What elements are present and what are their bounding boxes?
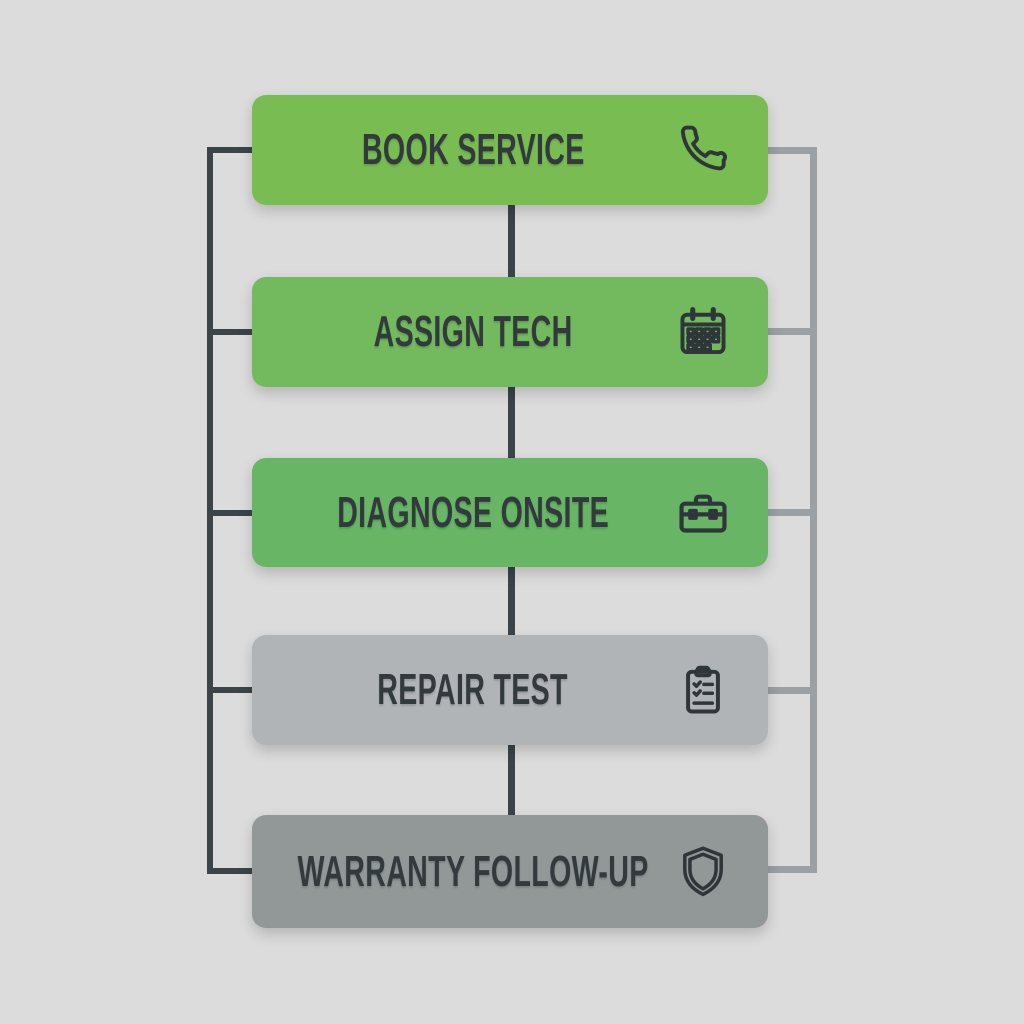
center-connector-2 bbox=[508, 386, 515, 459]
clipboard-icon bbox=[675, 662, 731, 718]
left-connector-stub-3 bbox=[207, 510, 253, 516]
step-label: DIAGNOSE ONSITE bbox=[337, 487, 609, 537]
phone-icon bbox=[675, 122, 731, 178]
step-label: ASSIGN TECH bbox=[373, 307, 573, 356]
center-connector-1 bbox=[508, 204, 515, 278]
left-connector-stub-2 bbox=[207, 329, 253, 335]
step-label: BOOK SERVICE bbox=[361, 125, 585, 174]
step-label: WARRANTY FOLLOW-UP bbox=[297, 846, 649, 896]
step-label: REPAIR TEST bbox=[377, 665, 569, 714]
center-connector-4 bbox=[508, 744, 515, 816]
step-box-diagnose-onsite: DIAGNOSE ONSITE bbox=[252, 458, 768, 567]
step-box-book-service: BOOK SERVICE bbox=[252, 95, 768, 205]
right-connector-stub-1 bbox=[768, 147, 811, 154]
step-box-warranty-follow-up: WARRANTY FOLLOW-UP bbox=[252, 815, 768, 928]
right-connector-stub-3 bbox=[768, 509, 811, 516]
right-connector-stub-5 bbox=[768, 866, 811, 873]
shield-icon bbox=[675, 844, 731, 900]
left-connector-stub-5 bbox=[207, 868, 253, 874]
center-connector-3 bbox=[508, 566, 515, 636]
right-connector-stub-2 bbox=[768, 328, 811, 335]
right-connector-stub-4 bbox=[768, 687, 811, 694]
toolbox-icon bbox=[675, 485, 731, 541]
step-box-assign-tech: ASSIGN TECH bbox=[252, 277, 768, 387]
calendar-icon bbox=[675, 304, 731, 360]
right-connector-vertical bbox=[810, 147, 817, 873]
left-connector-stub-4 bbox=[207, 687, 253, 693]
step-box-repair-test: REPAIR TEST bbox=[252, 635, 768, 745]
left-connector-stub-1 bbox=[207, 147, 253, 153]
